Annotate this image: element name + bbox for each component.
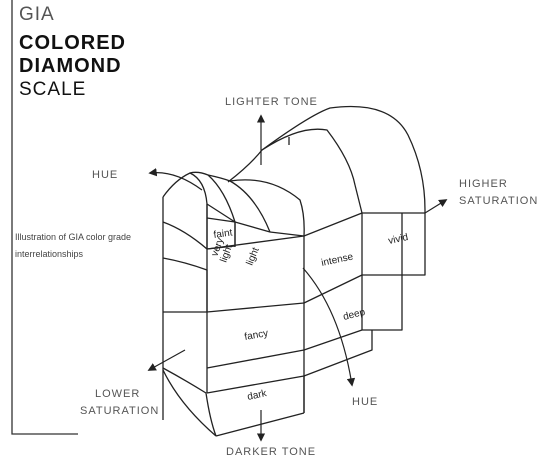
color-block xyxy=(162,105,426,437)
label-hue-top: HUE xyxy=(92,169,118,181)
label-higher-saturation-1: HIGHER xyxy=(459,178,508,190)
title-scale: SCALE xyxy=(19,79,87,100)
axis-arrows xyxy=(147,114,448,442)
grade-light: light xyxy=(245,246,262,267)
grade-deep: deep xyxy=(342,307,367,323)
label-lighter-tone: LIGHTER TONE xyxy=(225,96,318,108)
grade-vivid: vivid xyxy=(387,232,409,247)
grade-dark: dark xyxy=(246,388,268,403)
hue-bottom-arrow xyxy=(302,267,356,387)
label-darker-tone: DARKER TONE xyxy=(226,446,316,458)
grade-fancy: fancy xyxy=(244,328,269,343)
grade-faint: faint xyxy=(213,227,233,241)
lower-saturation-arrow xyxy=(147,349,186,371)
caption-text: Illustration of GIA color grade interrel… xyxy=(15,232,132,259)
label-lower-saturation-1: LOWER xyxy=(95,388,140,400)
grade-intense: intense xyxy=(320,251,354,269)
title-diamond: DIAMOND xyxy=(19,55,122,77)
label-lower-saturation-2: SATURATION xyxy=(80,405,159,417)
title-colored: COLORED xyxy=(19,32,126,54)
label-higher-saturation-2: SATURATION xyxy=(459,195,538,207)
label-hue-bottom: HUE xyxy=(352,396,378,408)
title-gia: GIA xyxy=(19,4,55,25)
hue-top-arrow xyxy=(148,168,203,191)
higher-saturation-arrow xyxy=(424,199,448,214)
bracket-line xyxy=(11,0,78,435)
